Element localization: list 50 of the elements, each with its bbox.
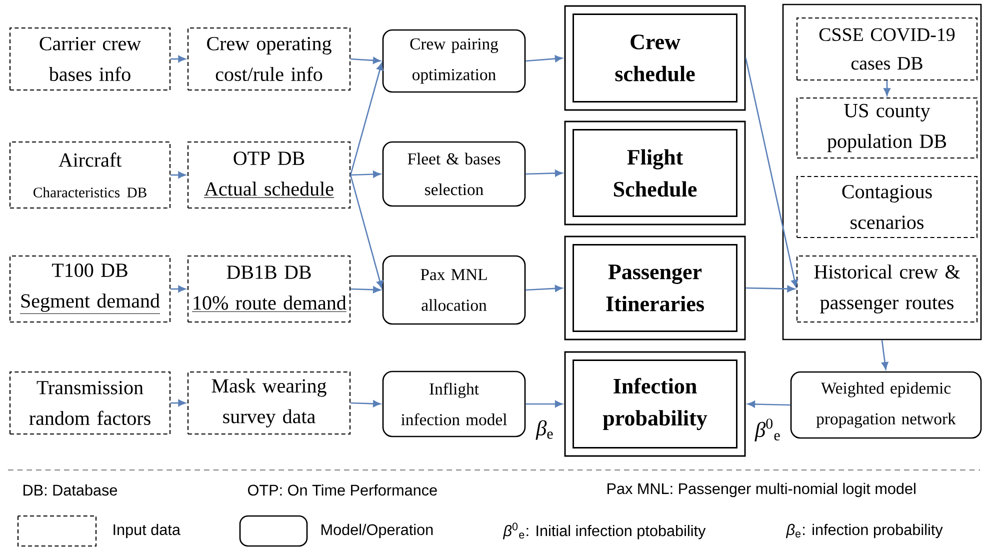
arrow: [526, 285, 563, 292]
output-box: Flight Schedule: [564, 120, 746, 226]
arrow: [350, 57, 381, 64]
data-box: Aircraft Characteristics DB: [9, 141, 171, 209]
data-box: Contagious scenarios: [796, 176, 978, 238]
edge-label: β$_{e}$: [534, 418, 556, 442]
arrow: [526, 170, 563, 177]
data-box: DB1B DB 10% route demand: [187, 255, 351, 323]
data-box: CSSE COVID-19 cases DB: [796, 17, 978, 81]
arrow: [881, 340, 888, 370]
legend-text: OTP: On Time Performance: [248, 484, 437, 496]
legend-text: Pax MNL: Passenger multi-nomial logit model: [608, 482, 916, 498]
arrow: [884, 80, 890, 96]
output-box: Passenger Itineraries: [564, 236, 746, 340]
output-box: Crew schedule: [564, 5, 746, 111]
edge-label: β$^{0}$e: [754, 417, 782, 443]
arrow: [170, 400, 186, 406]
data-box: Crew operating cost/rule info: [187, 27, 351, 91]
output-box: Infection probability: [564, 351, 746, 457]
process-box: Fleet & bases selection: [382, 141, 526, 207]
data-box: OTP DB Actual schedule: [187, 141, 351, 209]
data-box: US county population DB: [796, 97, 978, 159]
legend-entry: Input data: [17, 515, 180, 547]
arrow: [746, 285, 795, 292]
arrow: [350, 62, 384, 176]
legend-entry: Model/Operation: [239, 515, 433, 547]
data-box: T100 DB Segment demand: [9, 255, 171, 323]
arrow: [350, 174, 384, 288]
arrow: [350, 400, 381, 408]
legend-text: β$^{0}$$_{e}$: Initial infection ptobability: [502, 522, 706, 540]
arrow: [350, 170, 381, 178]
data-box: Historical crew & passenger routes: [796, 255, 978, 323]
arrow: [170, 286, 186, 292]
data-box: Mask wearing survey data: [187, 371, 351, 435]
group-box: [782, 4, 982, 340]
arrow: [350, 286, 381, 294]
arrow: [170, 172, 186, 178]
arrow: [526, 400, 563, 408]
data-box: Carrier crew bases info: [9, 27, 171, 91]
arrow: [745, 58, 798, 288]
legend-text: β$_{e}$: infection probability: [786, 524, 943, 538]
process-box: Pax MNL allocation: [382, 255, 526, 325]
data-box: Transmission random factors: [9, 371, 171, 435]
process-box: Crew pairing optimization: [382, 29, 526, 93]
arrow: [526, 55, 563, 62]
process-box: Weighted epidemic propagation network: [790, 371, 982, 439]
legend-text: DB: Database: [24, 484, 118, 496]
arrow: [748, 400, 790, 408]
arrow: [170, 56, 186, 62]
process-box: Inflight infection model: [382, 370, 526, 438]
